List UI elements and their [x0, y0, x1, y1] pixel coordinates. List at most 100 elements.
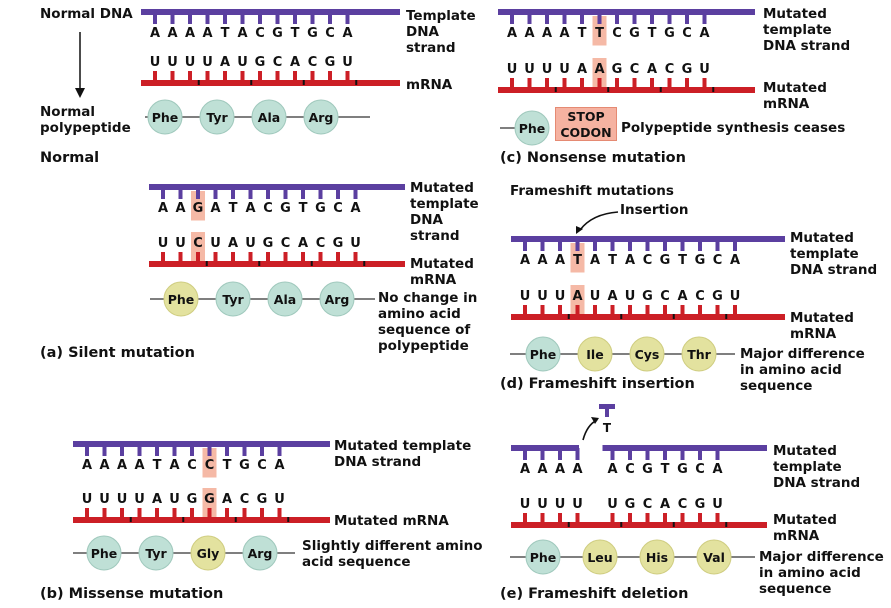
- mrna-base-letter: U: [607, 497, 618, 512]
- mrna-base-tick: [615, 78, 619, 90]
- mrna-base-tick: [610, 305, 615, 317]
- mrna-base-tick: [213, 252, 218, 264]
- insertion-dna-strand-label: Mutated template DNA strand: [790, 230, 878, 278]
- codon-boundary-mark: [355, 80, 358, 85]
- amino-acid-label: Arg: [309, 110, 334, 125]
- mrna-base-tick: [715, 513, 720, 525]
- mrna-base-letter: G: [682, 62, 693, 77]
- dna-base-tick: [293, 12, 297, 24]
- mrna-base-letter: G: [187, 492, 198, 507]
- mrna-base-tick: [628, 513, 632, 525]
- amino-acid-label: Arg: [325, 292, 350, 307]
- dna-base-letter: T: [578, 26, 587, 41]
- dna-base-letter: A: [99, 458, 109, 473]
- dna-base-letter: C: [713, 253, 723, 268]
- dna-base-letter: A: [607, 462, 617, 477]
- dna-base-tick: [628, 239, 632, 251]
- mrna-base-letter: A: [660, 497, 670, 512]
- amino-acid-label: Gly: [197, 546, 220, 561]
- codon-boundary-mark: [287, 517, 290, 522]
- deletion-dna-strand-label: Mutated template DNA strand: [773, 443, 861, 491]
- dna-base-tick: [178, 187, 183, 199]
- mrna-base-tick: [301, 252, 305, 264]
- mrna-base-tick: [225, 508, 229, 520]
- mrna-base-tick: [178, 252, 183, 264]
- codon-boundary-mark: [725, 522, 728, 527]
- mrna-base-letter: C: [316, 236, 326, 251]
- dna-base-tick: [663, 239, 667, 251]
- dna-base-letter: C: [333, 201, 343, 216]
- deletion-mrna-label: Mutated mRNA: [773, 512, 837, 544]
- mrna-base-letter: G: [712, 289, 723, 304]
- mrna-base-tick: [715, 305, 720, 317]
- mrna-base-letter: C: [630, 62, 640, 77]
- mrna-base-tick: [680, 513, 685, 525]
- dna-base-tick: [260, 444, 264, 456]
- amino-acid-ala: [267, 281, 303, 317]
- amino-acid-label: Phe: [152, 110, 179, 125]
- mrna-base-tick: [85, 508, 89, 520]
- dna-base-letter: G: [307, 26, 318, 41]
- mrna-base-tick: [580, 78, 584, 90]
- mrna-base-tick: [275, 71, 280, 83]
- dna-highlight: [191, 191, 205, 221]
- dna-base-tick: [301, 187, 305, 199]
- mrna-base-tick: [698, 305, 702, 317]
- silent-dna-strand-label: Mutated template DNA strand: [410, 180, 479, 244]
- dna-base-tick: [155, 444, 159, 456]
- mrna-base-tick: [293, 71, 297, 83]
- codon-boundary-mark: [205, 261, 208, 266]
- mrna-base-letter: G: [612, 62, 623, 77]
- mrna-base-tick: [248, 252, 253, 264]
- insertion-result-text: Major difference in amino acid sequence: [740, 346, 865, 394]
- amino-acid-tyr: [138, 535, 174, 571]
- mrna-base-letter: G: [204, 492, 215, 507]
- mrna-base-letter: A: [228, 236, 238, 251]
- mrna-base-letter: C: [695, 289, 705, 304]
- codon-boundary-mark: [567, 314, 570, 319]
- codon-boundary-mark: [672, 522, 675, 527]
- mrna-base-letter: U: [572, 497, 583, 512]
- dna-base-tick: [85, 444, 89, 456]
- dna-strand-backbone: [149, 184, 405, 190]
- mrna-base-letter: U: [625, 289, 636, 304]
- dna-base-tick: [190, 444, 194, 456]
- dna-base-tick: [318, 187, 323, 199]
- dna-base-letter: A: [117, 458, 127, 473]
- panel-title-insertion: (d) Frameshift insertion: [500, 376, 695, 392]
- dna-base-tick: [527, 12, 532, 24]
- dna-base-letter: G: [660, 253, 671, 268]
- mrna-base-tick: [223, 71, 227, 83]
- amino-acid-label: Phe: [530, 347, 557, 362]
- mrna-base-tick: [266, 252, 270, 264]
- dna-base-letter: C: [325, 26, 335, 41]
- dna-base-letter: T: [221, 26, 230, 41]
- dna-base-letter: A: [555, 462, 565, 477]
- insertion-arrow: [579, 211, 619, 231]
- amino-acid-ala: [251, 99, 287, 135]
- dna-base-tick: [242, 444, 247, 456]
- amino-acid-val: [696, 539, 732, 575]
- deleted-base-letter: T: [603, 421, 612, 435]
- dna-base-letter: T: [648, 26, 657, 41]
- dna-base-letter: G: [239, 458, 250, 473]
- dna-base-tick: [645, 239, 650, 251]
- mrna-base-tick: [663, 305, 667, 317]
- codon-boundary-mark: [712, 87, 715, 92]
- codon-boundary-mark: [607, 87, 610, 92]
- codon-boundary-mark: [197, 80, 200, 85]
- mrna-base-tick: [336, 252, 340, 264]
- mrna-base-letter: U: [712, 497, 723, 512]
- mrna-strand-backbone: [498, 87, 755, 93]
- dna-base-tick: [277, 444, 282, 456]
- dna-base-tick: [310, 12, 315, 24]
- dna-base-letter: A: [150, 26, 160, 41]
- dna-base-letter: C: [695, 462, 705, 477]
- mrna-base-tick: [610, 513, 615, 525]
- dna-base-letter: C: [257, 458, 267, 473]
- dna-base-letter: C: [255, 26, 265, 41]
- mrna-base-tick: [328, 71, 332, 83]
- amino-acid-label: Phe: [519, 121, 546, 136]
- mrna-base-letter: A: [647, 62, 657, 77]
- dna-base-letter: A: [134, 458, 144, 473]
